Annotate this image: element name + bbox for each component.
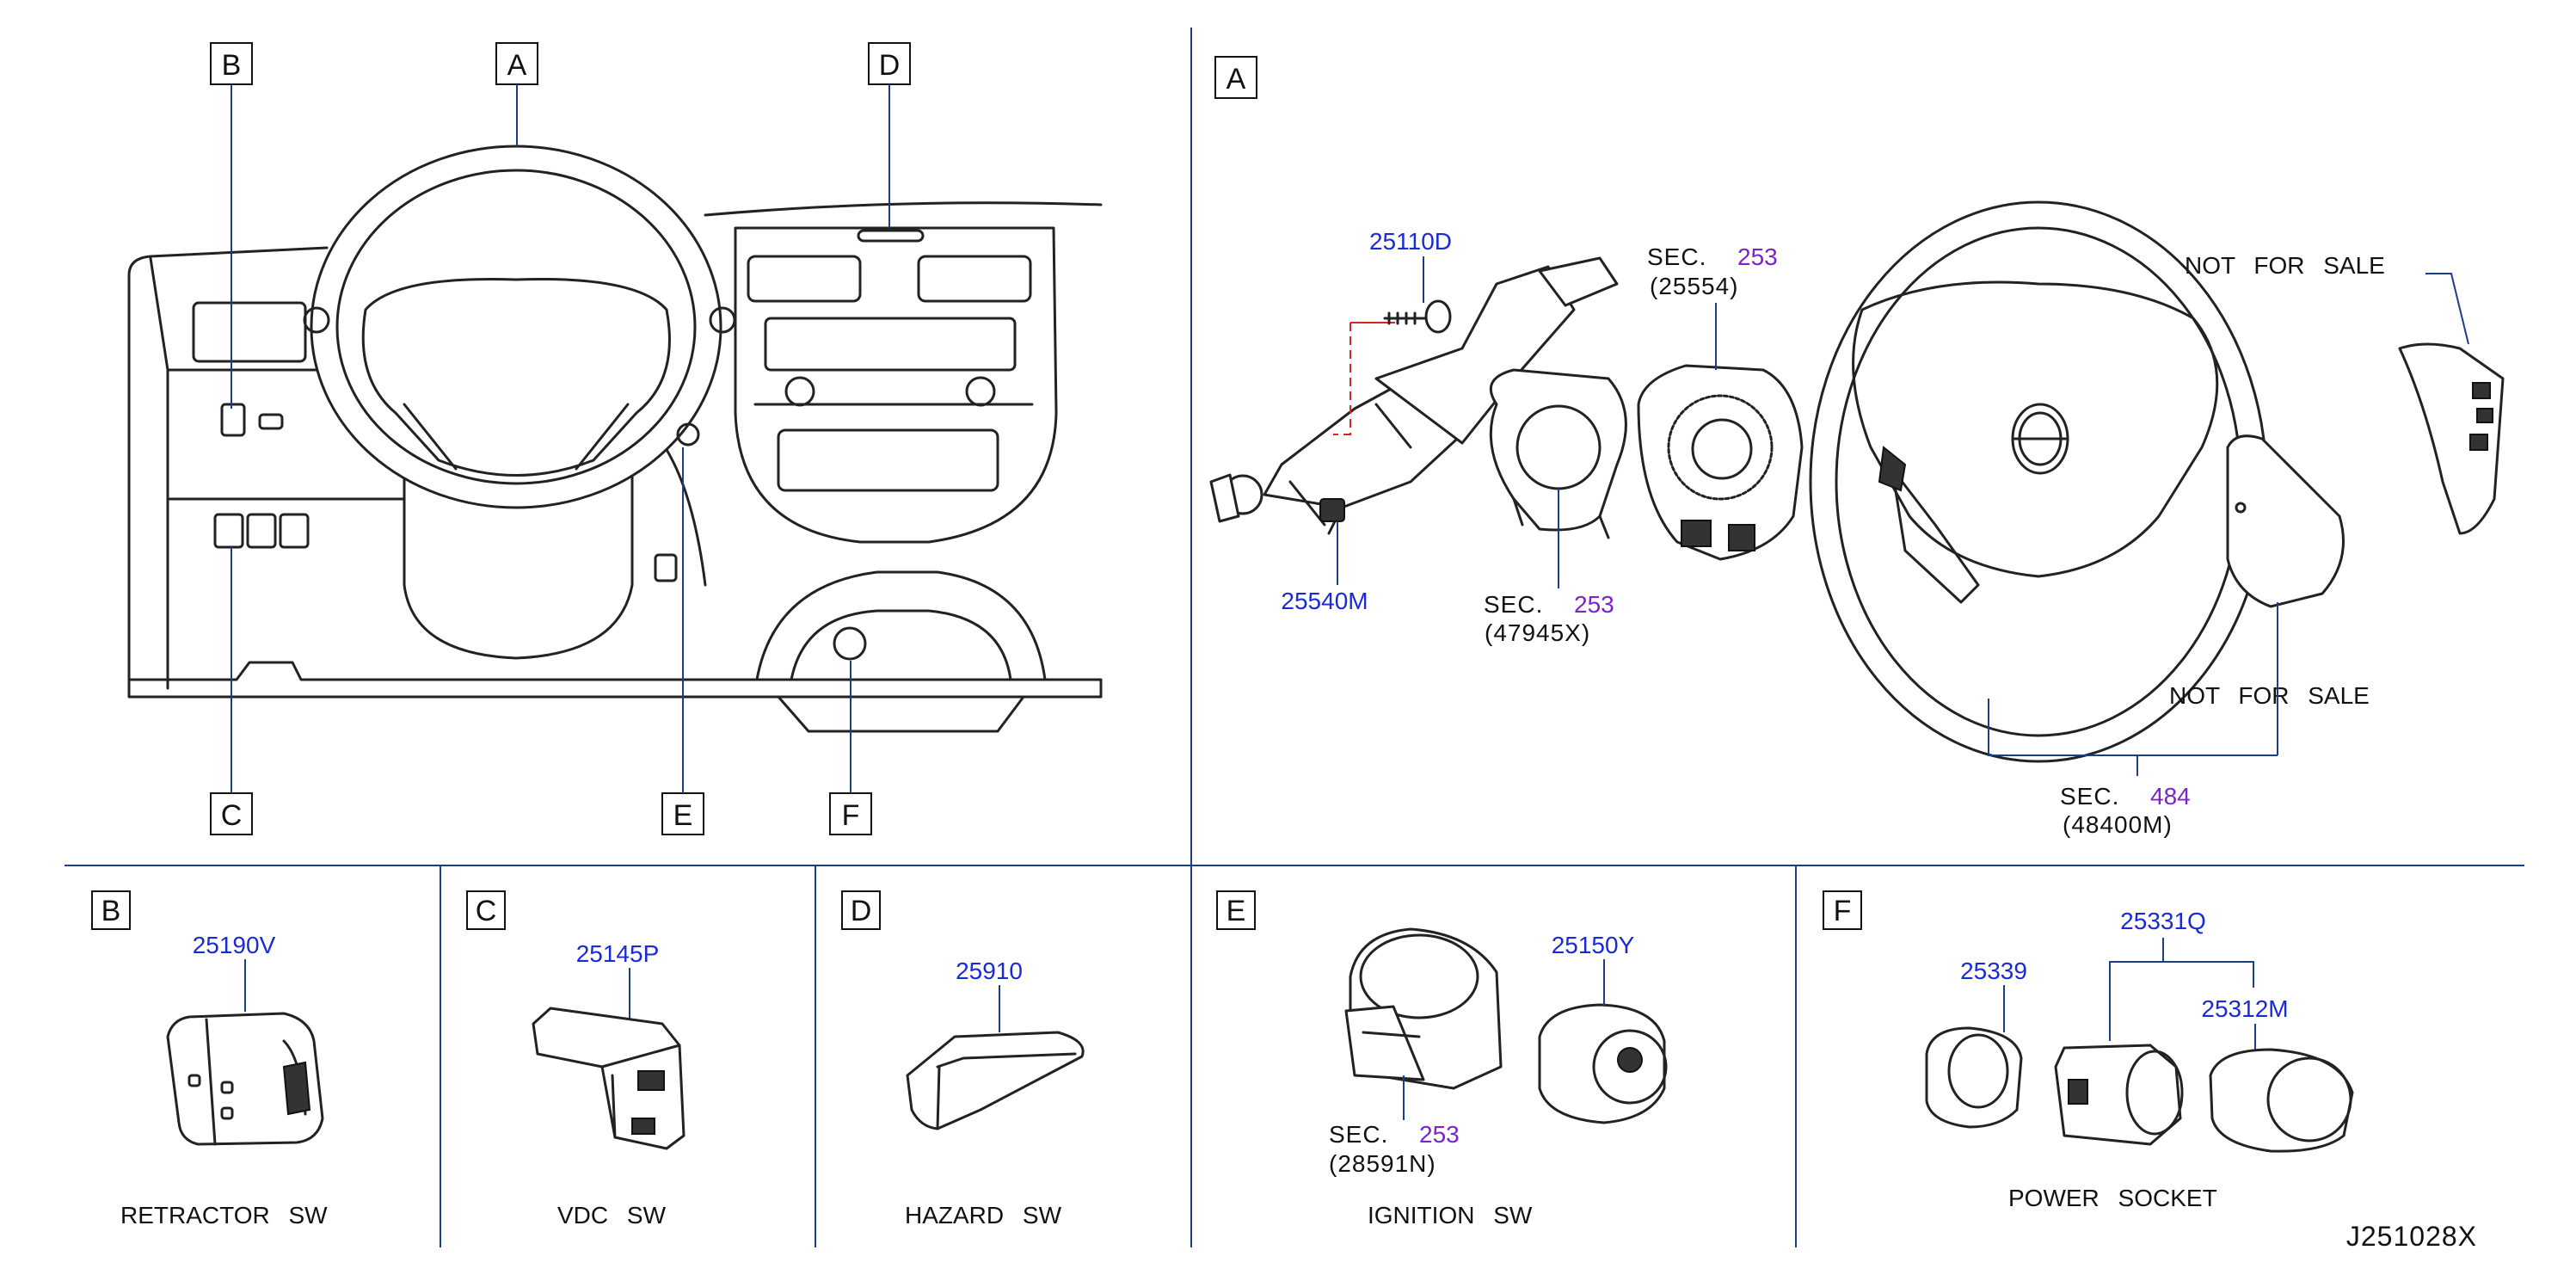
callout-d-label: D [879,49,901,82]
part-number-25339: 25339 [1960,958,2027,984]
panel-dividers [65,28,2524,1247]
part-number-25190v: 25190V [193,932,276,958]
airbag-module-illustration [2226,434,2345,608]
caption-retractor-sw: RETRACTOR SW [120,1202,328,1229]
section-ref-253-a: 253 [1574,591,1614,618]
panel-c-label: C [476,895,497,927]
callout-a-dashboard: A [495,42,538,146]
section-part-28591n: (28591N) [1329,1150,1436,1177]
screw-illustration [1383,299,1452,334]
section-ref-484: 484 [2150,783,2191,810]
caption-hazard-sw: HAZARD SW [905,1202,1062,1229]
retractor-switch-illustration [166,1012,324,1146]
socket-cap-illustration [2209,1048,2354,1153]
part-number-25540m: 25540M [1281,588,1368,614]
hazard-switch-illustration [906,1031,1085,1130]
section-ref-253-b: 253 [1737,243,1778,270]
sec-label-28591n: SEC. [1329,1121,1388,1148]
combination-switch-illustration [1209,256,1619,535]
socket-body-illustration [2054,1044,2184,1146]
panel-f-label: F [1834,895,1852,927]
caption-vdc-sw: VDC SW [557,1202,667,1229]
part-number-25145p: 25145P [576,940,660,967]
not-for-sale-note-upper: NOT FOR SALE [2185,252,2385,279]
panel-d-hazard: D 25910 HAZARD SW [841,890,1085,1229]
panel-d-label: D [851,895,872,927]
ignition-housing-illustration [1344,927,1503,1090]
callout-e-dashboard: E [661,447,704,835]
part-number-25331q: 25331Q [2120,908,2206,934]
part-number-25110d: 25110D [1369,228,1452,255]
vdc-switch-illustration [532,1007,685,1150]
callout-d-dashboard: D [868,42,911,228]
drawing-id: J251028X [2346,1221,2477,1252]
sec-label-47945x: SEC. [1484,591,1543,618]
section-part-47945x: (47945X) [1485,619,1590,646]
part-number-25312m: 25312M [2201,995,2288,1022]
callout-b-label: B [222,49,242,82]
panel-c-vdc: C 25145P VDC SW [466,890,685,1229]
part-number-25910: 25910 [956,958,1023,984]
callout-f-label: F [842,799,860,832]
start-stop-button-illustration [1538,1003,1668,1124]
panel-f-power-socket: F 25339 25331Q 25312M POWER SOCKET [1823,890,2354,1211]
section-part-25554: (25554) [1650,273,1739,299]
panel-a-label: A [1227,63,1246,95]
section-part-48400m: (48400M) [2063,811,2173,838]
switch-pad-illustration [2398,342,2505,535]
steering-wheel-illustration [1809,200,2268,763]
callout-f-dashboard: F [829,661,872,835]
panel-b-label: B [101,895,121,927]
steering-angle-sensor-illustration [1637,364,1804,561]
callout-b-dashboard: B [210,42,253,409]
callout-e-label: E [673,799,693,832]
callout-c-label: C [221,799,243,832]
callout-a-label: A [507,49,527,82]
spiral-cable-illustration [1489,368,1627,539]
caption-ignition-sw: IGNITION SW [1368,1202,1533,1229]
section-ref-253-c: 253 [1419,1121,1460,1148]
panel-a: A 25110D 25540M SEC. 253 [1209,56,2505,838]
caption-power-socket: POWER SOCKET [2008,1185,2217,1211]
not-for-sale-note-lower: NOT FOR SALE [2169,682,2370,709]
callout-c-dashboard: C [210,547,253,835]
part-number-25150y: 25150Y [1552,932,1635,958]
sec-label-25554: SEC. [1647,243,1706,270]
panel-b-retractor: B 25190V RETRACTOR SW [91,890,328,1229]
socket-ring-illustration [1925,1026,2023,1129]
panel-e-ignition: E 25150Y SEC. 253 (28591N) IGNITION SW [1216,890,1668,1229]
dashboard-overview-illustration [127,145,1103,733]
panel-e-label: E [1227,895,1246,927]
sec-label-48400m: SEC. [2060,783,2119,810]
